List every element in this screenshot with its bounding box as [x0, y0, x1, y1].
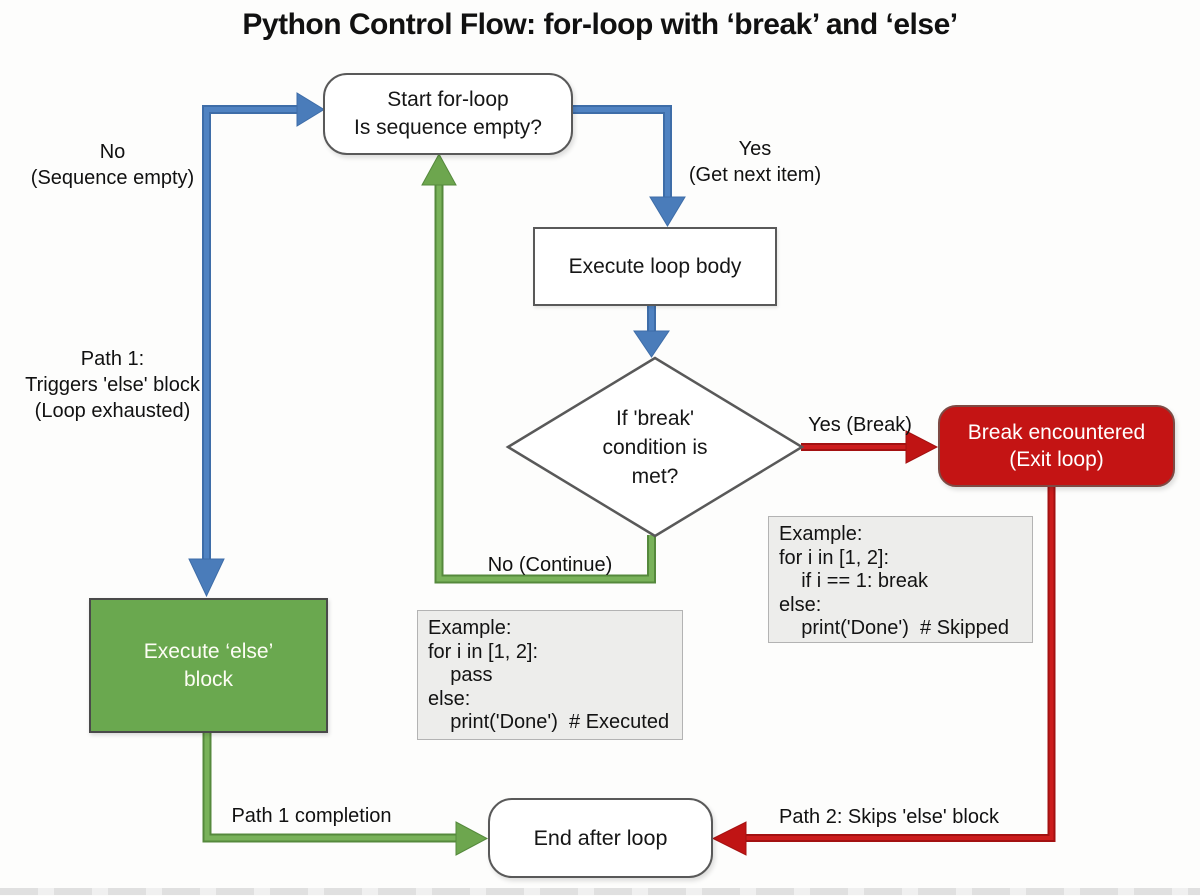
edge-no-continue: [421, 152, 656, 584]
code-line: Example:: [779, 523, 863, 545]
arrowhead: [188, 558, 225, 598]
code-example-else-executed: Example: for i in [1, 2]: pass else: pri…: [417, 610, 683, 740]
edge-no-sequence-empty: [188, 92, 325, 598]
arrowhead: [421, 152, 457, 186]
edge-path2-skips-else: [711, 486, 1056, 856]
code-line: else:: [779, 593, 822, 616]
label-path2-skips-else: Path 2: Skips 'else' block: [779, 806, 999, 828]
arrowhead: [711, 821, 747, 856]
arrowhead: [455, 821, 489, 856]
code-example-else-skipped: Example: for i in [1, 2]: if i == 1: bre…: [768, 516, 1033, 643]
label-path1-completion: Path 1 completion: [231, 805, 392, 827]
bottom-edge-artifact: [0, 888, 1200, 895]
arrowhead: [905, 430, 939, 464]
code-line: if i == 1: break: [779, 570, 928, 592]
code-line: else:: [428, 687, 471, 710]
arrowhead: [296, 92, 325, 127]
edge-path1-completion: [202, 733, 489, 856]
loop-body-node: Execute loop body: [533, 227, 777, 306]
arrowhead: [633, 330, 670, 358]
label-yes-break: Yes (Break): [808, 414, 912, 436]
break-encountered-node: Break encountered (Exit loop): [938, 405, 1175, 487]
code-line: for i in [1, 2]:: [428, 640, 539, 663]
start-node: Start for-loop Is sequence empty?: [323, 73, 573, 155]
code-line: for i in [1, 2]:: [779, 546, 890, 569]
code-line: pass: [428, 664, 493, 686]
arrowhead: [649, 196, 686, 227]
label-line: (Loop exhausted): [34, 400, 191, 422]
break-condition-line1: If 'break': [615, 407, 695, 430]
code-line: Example:: [428, 617, 512, 639]
label-no-sequence-empty: No (Sequence empty): [0, 139, 225, 191]
edge-yes-get-next-item: [573, 105, 686, 227]
label-line: (Sequence empty): [30, 167, 195, 189]
start-node-line2: Is sequence empty?: [354, 116, 542, 139]
break-encountered-line2: (Exit loop): [1009, 448, 1104, 471]
label-line: Triggers 'else' block: [25, 374, 200, 396]
start-node-line1: Start for-loop: [387, 88, 509, 111]
label-line: Yes: [738, 138, 772, 160]
code-line: print('Done') # Executed: [428, 711, 670, 733]
page-title: Python Control Flow: for-loop with ‘brea…: [242, 8, 958, 41]
label-line: No: [99, 141, 126, 163]
else-block-node: Execute ‘else’ block: [89, 598, 328, 733]
label-line: Path 1:: [80, 348, 145, 370]
label-no-continue: No (Continue): [487, 554, 613, 576]
else-block-line1: Execute ‘else’: [143, 639, 274, 663]
code-line: print('Done') # Skipped: [779, 617, 1009, 639]
edge-body-to-condition: [633, 306, 670, 358]
break-condition-diamond-shape: [505, 356, 805, 538]
end-node: End after loop: [488, 798, 713, 878]
loop-body-label: Execute loop body: [568, 254, 742, 278]
label-line: (Get next item): [688, 164, 822, 186]
break-encountered-line1: Break encountered: [967, 421, 1146, 444]
break-condition-line2: condition is: [602, 436, 708, 459]
break-condition-line3: met?: [631, 465, 679, 488]
label-path1: Path 1: Triggers 'else' block (Loop exha…: [0, 346, 225, 424]
edge-yes-break: [801, 430, 939, 464]
break-condition-label: If 'break' condition is met?: [545, 404, 765, 491]
else-block-line2: block: [183, 667, 234, 691]
label-yes-get-next-item: Yes (Get next item): [650, 136, 860, 188]
end-node-label: End after loop: [533, 826, 668, 850]
